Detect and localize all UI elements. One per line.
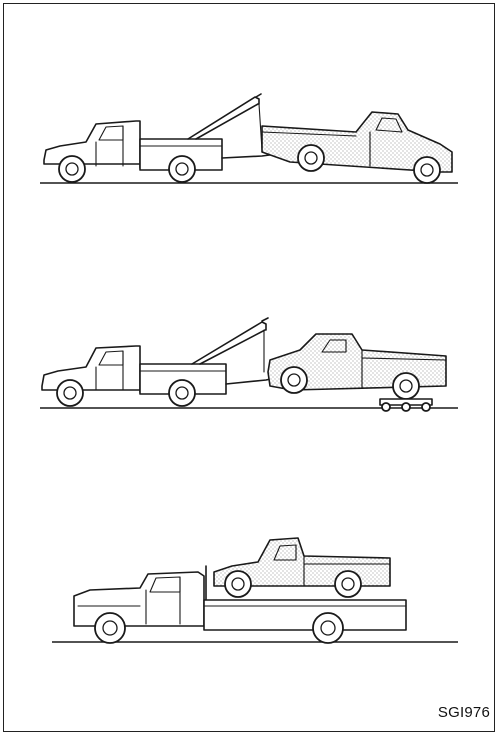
tow-truck [44,94,292,182]
flatbed-rear-hub [321,621,335,635]
scene-flatbed-transport [52,538,458,643]
tow-boom-tip [256,94,261,97]
carried-vehicle [214,538,390,597]
carried-vehicle-rear-hub [342,578,354,590]
towed-vehicle-front-hub [288,374,300,386]
towed-vehicle-front-hub [421,164,433,176]
tow-dolly-wheel-left [382,403,390,411]
tow-boom [192,322,266,364]
tow-truck-front-hub [66,163,78,175]
scene-wheel-lift-with-dollies [40,318,458,411]
figure-code-label: SGI976 [438,704,490,721]
tow-dolly-wheel-right [422,403,430,411]
flatbed-front-hub [103,621,117,635]
carried-vehicle-front-hub [232,578,244,590]
towed-vehicle [262,112,452,183]
tow-boom-lower [196,104,258,139]
scene-wheel-lift-front-tow [40,94,458,183]
flatbed-deck [204,600,406,630]
flatbed-truck-cab [74,572,204,626]
tow-truck-rear-hub [176,387,188,399]
tow-boom-tip [262,318,268,321]
tow-boom-lower [200,330,265,364]
tow-dolly-wheel-mid [402,403,410,411]
towed-vehicle-rear-hub [305,152,317,164]
towed-vehicle-rear-hub [400,380,412,392]
towed-vehicle [268,334,446,399]
tow-boom [188,97,259,139]
tow-truck-rear-hub [176,163,188,175]
tow-dolly [380,399,432,411]
tow-truck [42,318,284,406]
tow-truck-front-hub [64,387,76,399]
